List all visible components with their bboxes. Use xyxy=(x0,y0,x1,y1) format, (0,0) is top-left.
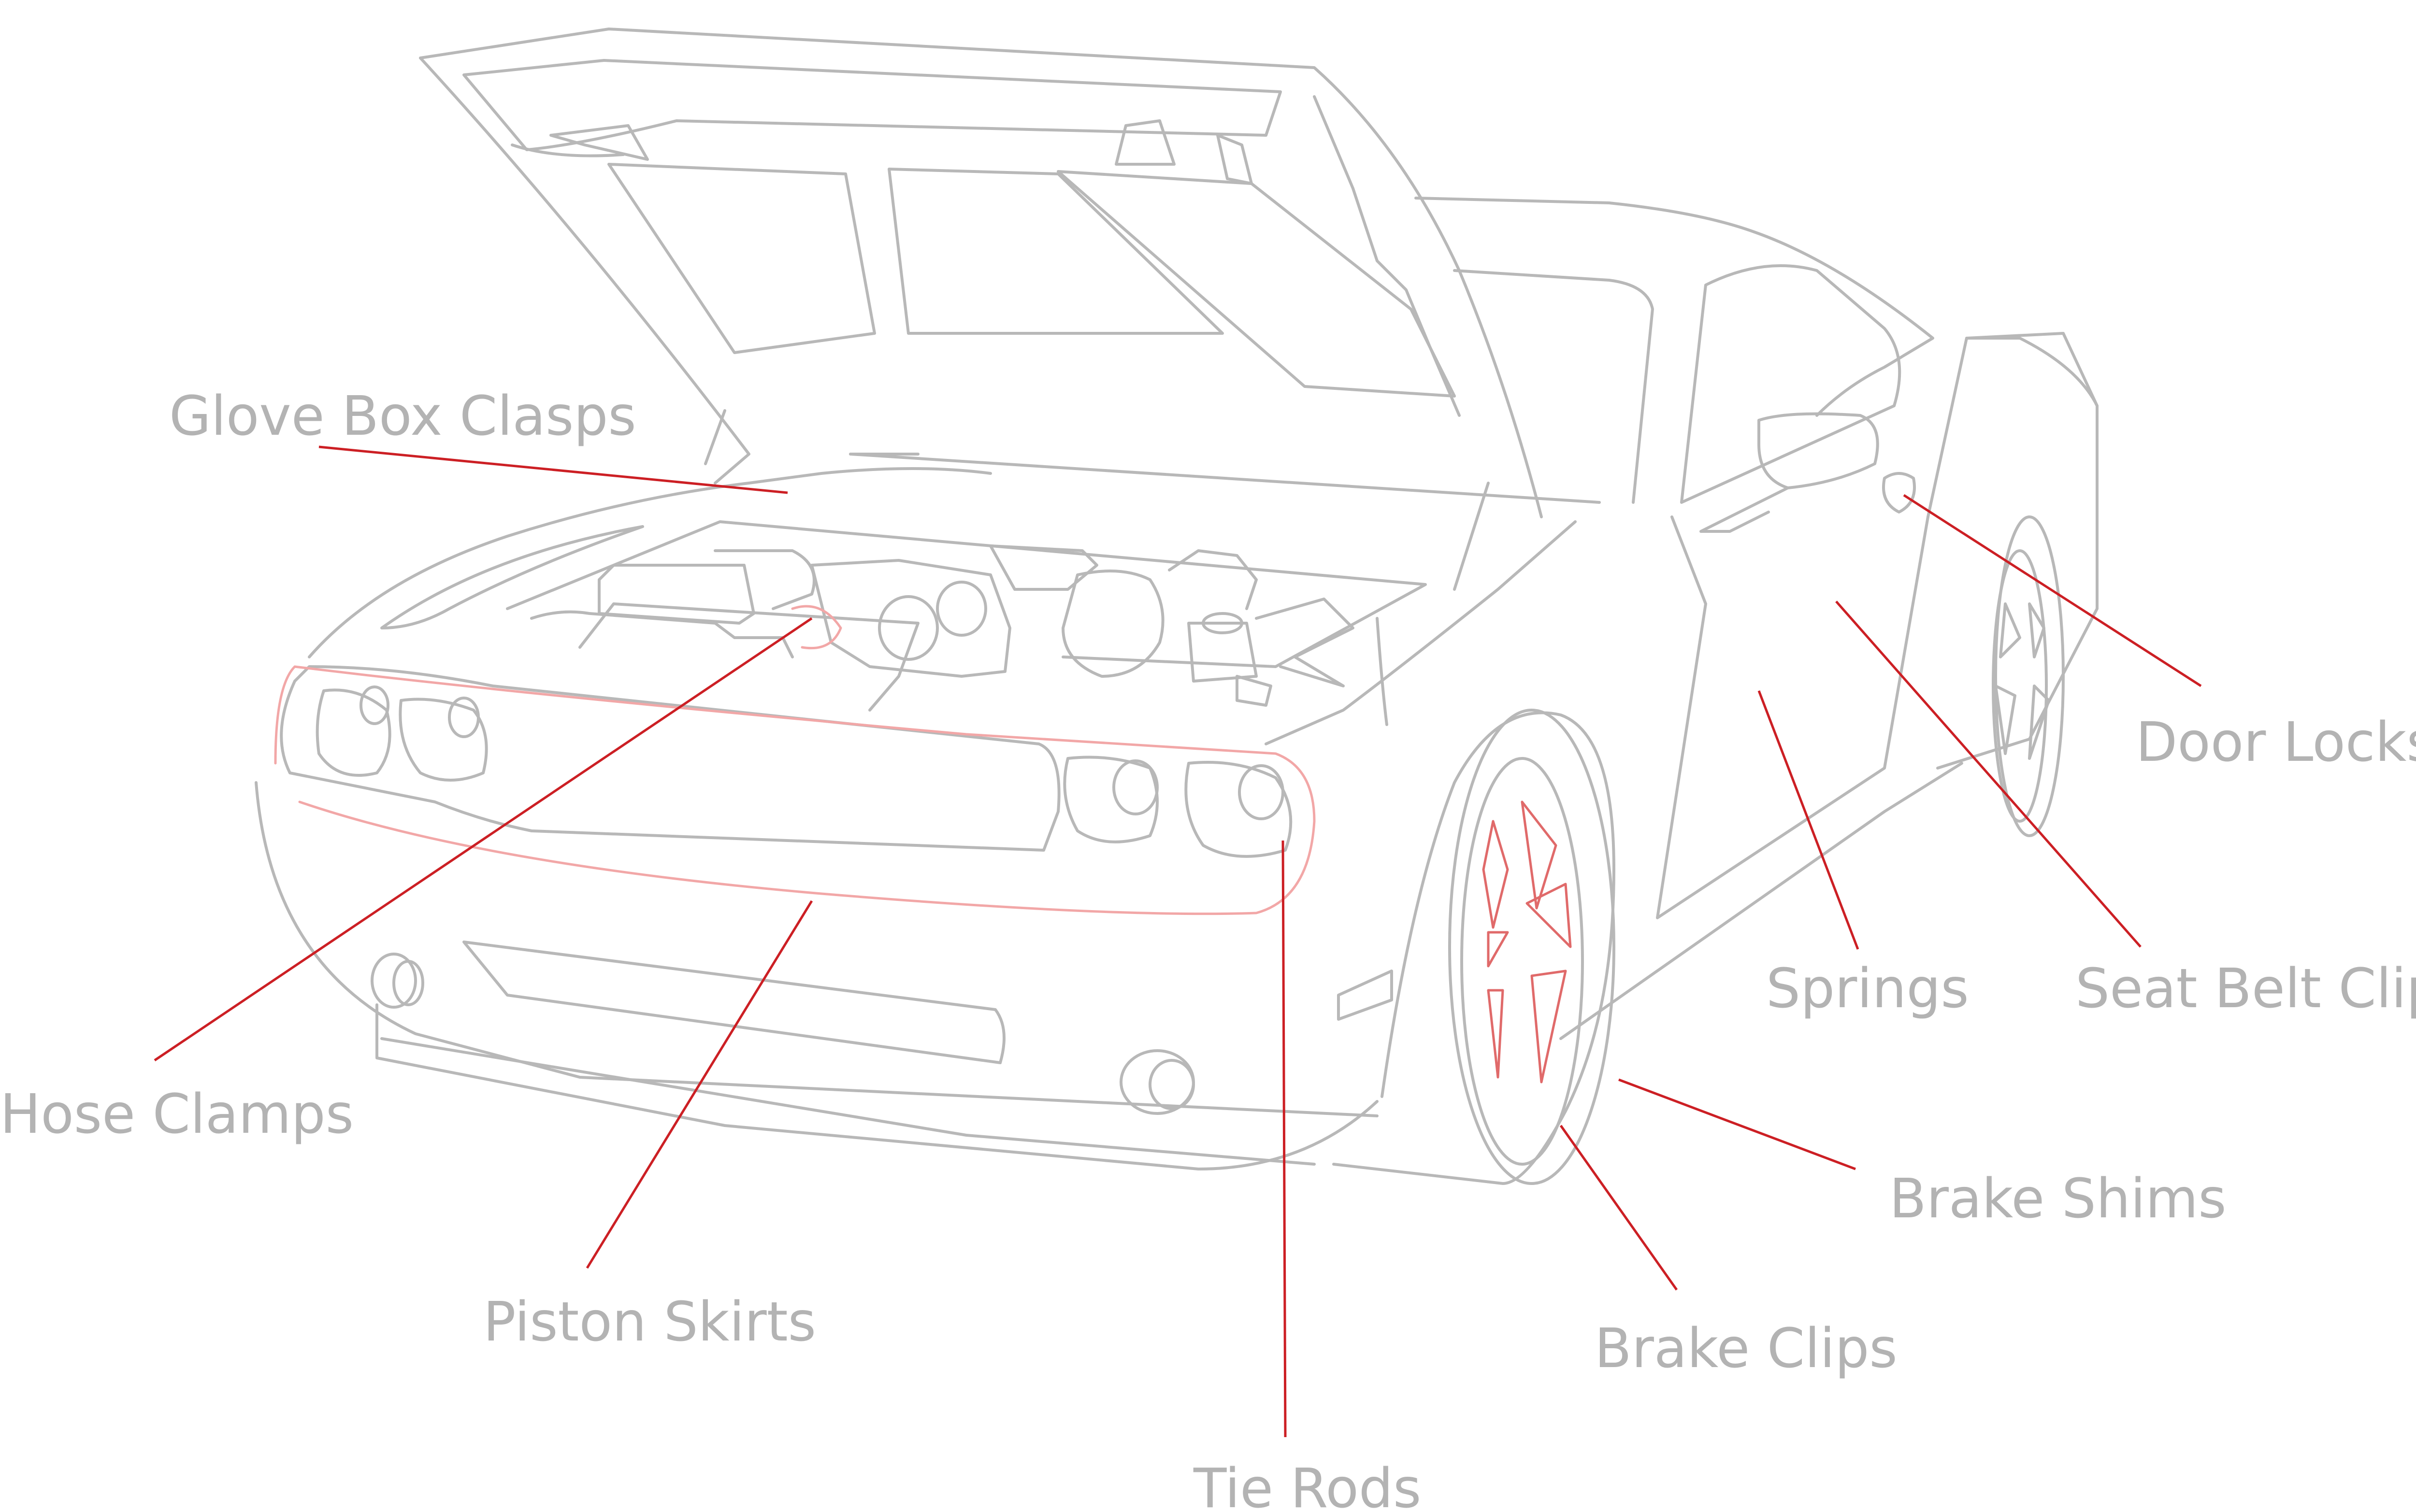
label-brake-clips: Brake Clips xyxy=(1595,1317,1898,1380)
front-rim-spoke-5 xyxy=(1487,989,1504,1079)
door-window xyxy=(1680,264,1901,504)
headlight-left-1 xyxy=(316,688,391,777)
label-hose-clamps: Hose Clamps xyxy=(0,1083,354,1146)
windshield xyxy=(1414,197,1934,417)
fender-line xyxy=(578,602,920,712)
engine-bracket xyxy=(1236,675,1272,707)
leader-tie-rods xyxy=(1281,840,1287,1438)
engine-manifold xyxy=(714,549,816,610)
fender-side xyxy=(1265,520,1577,745)
leader-glove-box-clasps xyxy=(318,445,788,494)
engine-hose xyxy=(530,610,794,658)
engine-bay-rim xyxy=(506,520,1427,668)
label-door-locks: Door Locks xyxy=(2136,711,2416,774)
hood-panel-left xyxy=(607,163,876,354)
engine-right-cyl xyxy=(1062,570,1165,678)
hood-panel-mid xyxy=(888,168,1224,335)
leader-brake-shims xyxy=(1618,1078,1856,1170)
engine-fan xyxy=(1255,598,1354,687)
front-rim xyxy=(1460,757,1584,1166)
headlight-left-2 xyxy=(399,698,488,782)
rear-fender xyxy=(1965,337,2099,407)
front-rim-spoke-2 xyxy=(1482,820,1509,929)
lower-grille xyxy=(462,941,1006,1064)
hose-highlight xyxy=(791,605,842,650)
chin-spoiler xyxy=(375,1003,1379,1170)
fog-light-left-lens xyxy=(392,960,424,1006)
headlight-right-2 xyxy=(1184,761,1293,858)
lower-bumper xyxy=(255,781,1379,1117)
engine-pulley-2 xyxy=(936,581,987,637)
front-fascia xyxy=(280,665,1061,852)
fog-light-left xyxy=(371,953,417,1009)
headlight-left-1-lens xyxy=(360,685,389,725)
engine-reservoir-cap xyxy=(1202,612,1243,634)
leader-brake-clips xyxy=(1559,1125,1678,1291)
hood-panel-right xyxy=(1057,170,1456,398)
label-brake-shims: Brake Shims xyxy=(1889,1168,2227,1230)
fender-top xyxy=(308,467,992,658)
leader-springs xyxy=(1757,690,1859,950)
fender-curve-left xyxy=(380,525,644,629)
label-piston-skirts: Piston Skirts xyxy=(483,1291,816,1354)
leader-seat-belt-clips xyxy=(1835,600,2142,948)
leader-door-locks xyxy=(1903,494,2202,687)
windshield-base xyxy=(849,453,1601,591)
leader-lines xyxy=(154,445,2202,1438)
front-rim-spoke-6 xyxy=(1530,970,1567,1084)
label-glove-box-clasps: Glove Box Clasps xyxy=(169,385,636,448)
front-rim-spoke-1 xyxy=(1521,800,1557,910)
rocker xyxy=(1559,762,1963,1040)
hood-frame xyxy=(462,59,1282,151)
engine-cover xyxy=(989,544,1098,591)
front-wheel-arch xyxy=(1332,711,1615,1185)
fuel-door xyxy=(1882,472,1916,514)
headlight-right-1 xyxy=(1063,756,1159,843)
mirror-mount xyxy=(1699,486,1789,533)
side-mirror xyxy=(1757,412,1879,489)
chin-splitter xyxy=(380,1037,1316,1166)
hood-detail xyxy=(549,124,649,161)
headlight-right-2-lens xyxy=(1238,764,1284,820)
label-seat-belt-clips: Seat Belt Clips xyxy=(2075,957,2416,1020)
engine-pipes xyxy=(1168,549,1258,610)
label-springs: Springs xyxy=(1766,957,1969,1020)
front-tire xyxy=(1448,709,1615,1185)
hood-hinge xyxy=(511,143,726,465)
leader-piston-skirts xyxy=(586,900,813,1269)
door-outline xyxy=(1656,515,1929,919)
part-labels: Glove Box Clasps Hose Clamps Piston Skir… xyxy=(0,385,2416,1512)
headlight-left-2-lens xyxy=(448,697,480,738)
rear-rim-spokes xyxy=(1994,602,2050,760)
engine-airbox xyxy=(598,564,755,625)
headlight-right-1-lens xyxy=(1112,759,1159,815)
front-rim-spoke-4 xyxy=(1487,931,1509,968)
engine-block xyxy=(810,559,1011,678)
engine-reservoir xyxy=(1187,622,1258,683)
hood-inner-edge xyxy=(419,57,750,485)
hood-strut xyxy=(1313,95,1461,417)
fog-light-right-lens xyxy=(1149,1059,1195,1110)
side-marker xyxy=(1337,970,1393,1021)
rear-tire-inner xyxy=(1992,549,2048,823)
engine-pulley xyxy=(878,595,939,661)
a-pillar xyxy=(1453,269,1654,504)
bumper-highlight xyxy=(274,665,1316,915)
label-tie-rods: Tie Rods xyxy=(1193,1457,1421,1512)
hood-vent-tabs xyxy=(1115,119,1253,185)
rear-tire xyxy=(1994,515,2065,837)
front-rim-spoke-3 xyxy=(1525,883,1572,948)
leader-hose-clamps xyxy=(154,617,813,1062)
